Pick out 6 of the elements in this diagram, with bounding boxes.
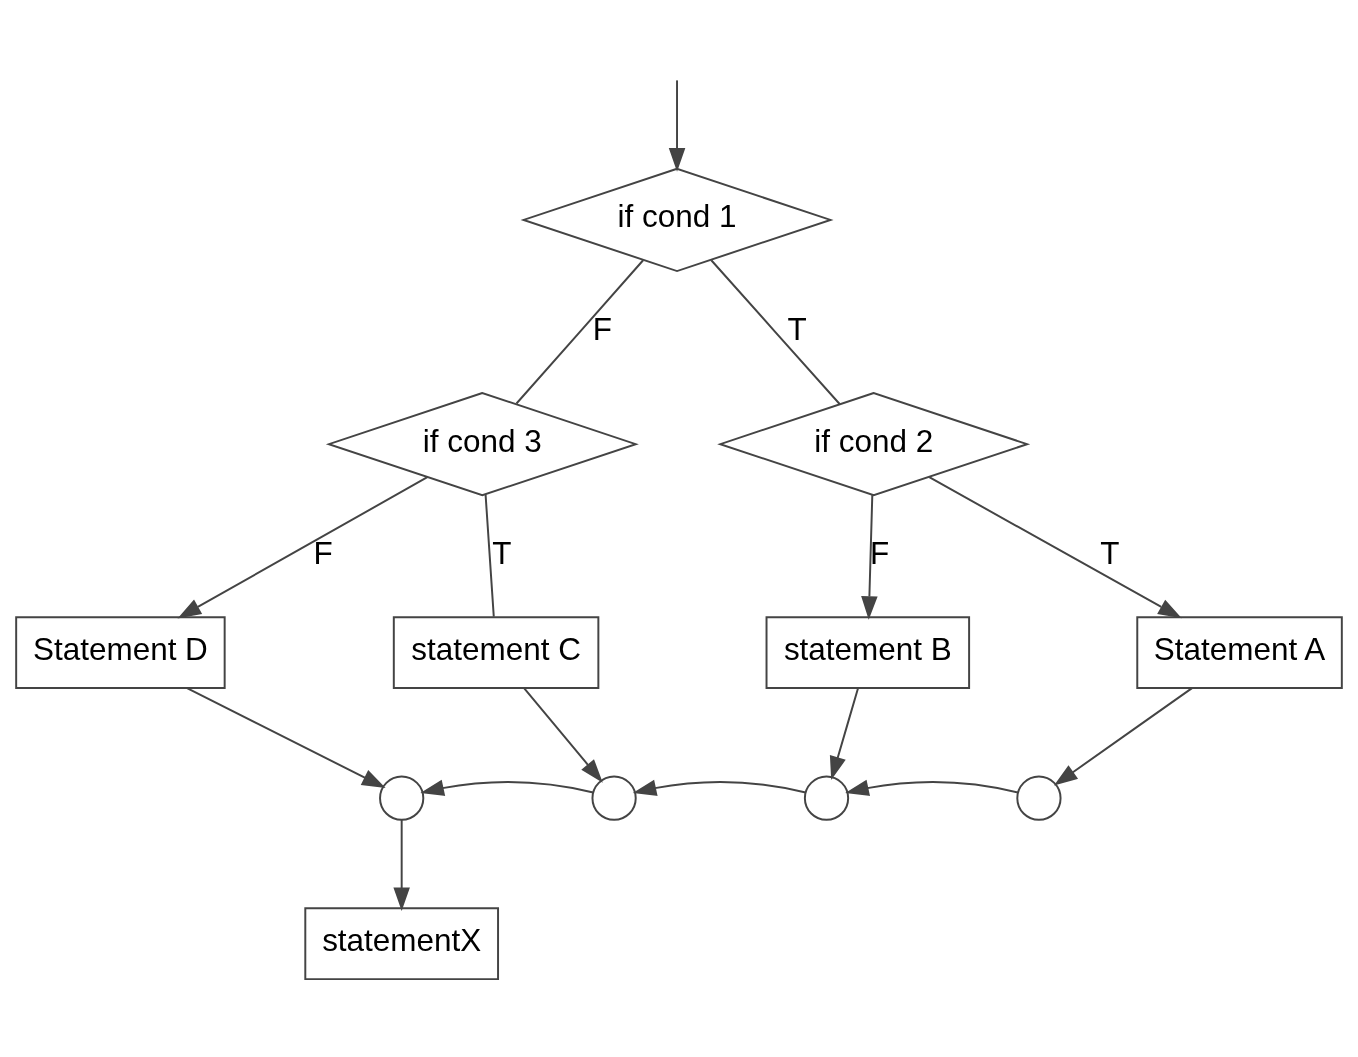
edge-label: F: [870, 535, 890, 571]
edge-label: F: [592, 311, 612, 347]
edge-label: T: [1100, 535, 1120, 571]
edge-label: F: [313, 535, 333, 571]
edge-label: T: [492, 535, 512, 571]
edge-label: T: [787, 311, 807, 347]
